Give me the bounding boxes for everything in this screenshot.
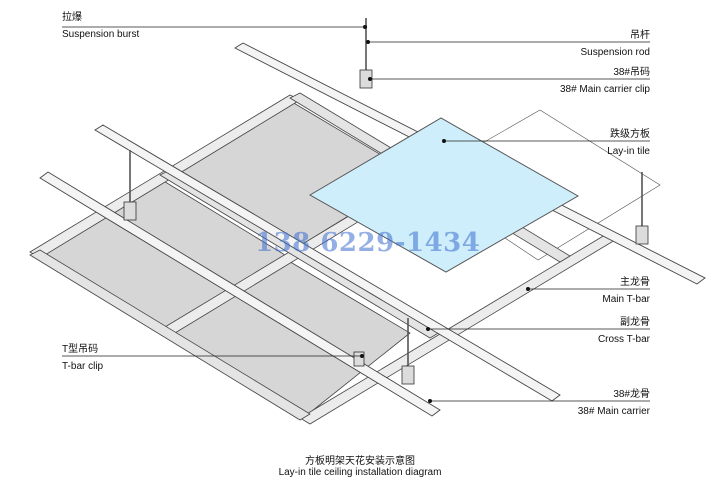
label-en: T-bar clip bbox=[62, 361, 104, 372]
carrier-clips bbox=[123, 69, 649, 385]
label-en: Suspension burst bbox=[62, 29, 140, 40]
label-en: 38# Main carrier bbox=[577, 406, 650, 417]
label-zh: T型吊码 bbox=[62, 344, 99, 355]
label-lay-in-tile: 跌级方板 Lay-in tile bbox=[607, 129, 650, 158]
label-main-carrier: 38#龙骨 38# Main carrier bbox=[578, 389, 650, 418]
leader-dots bbox=[360, 25, 530, 403]
label-zh: 吊杆 bbox=[630, 30, 650, 41]
label-en: 38# Main carrier clip bbox=[559, 84, 650, 95]
main-carrier-clip bbox=[635, 225, 649, 245]
label-suspension-rod: 吊杆 Suspension rod bbox=[581, 30, 651, 59]
label-zh: 副龙骨 bbox=[620, 317, 650, 328]
lay-in-tile-shape bbox=[308, 117, 580, 273]
label-t-bar-clip: T型吊码 T-bar clip bbox=[62, 344, 103, 373]
label-zh: 38#龙骨 bbox=[613, 389, 650, 400]
label-zh: 跌级方板 bbox=[610, 129, 650, 140]
label-en: Cross T-bar bbox=[597, 334, 650, 345]
label-zh: 38#吊码 bbox=[613, 67, 650, 78]
watermark: 138 6229-1434 bbox=[255, 228, 481, 258]
label-main-t-bar: 主龙骨 Main T-bar bbox=[602, 277, 650, 306]
label-en: Main T-bar bbox=[602, 294, 650, 305]
label-zh: 拉爆 bbox=[62, 12, 82, 23]
label-en: Suspension rod bbox=[580, 47, 651, 58]
label-cross-t-bar: 副龙骨 Cross T-bar bbox=[598, 317, 650, 346]
caption-zh: 方板明架天花安装示意图 bbox=[305, 456, 415, 467]
caption-en: Lay-in tile ceiling installation diagram bbox=[278, 467, 442, 478]
label-main-carrier-clip: 38#吊码 38# Main carrier clip bbox=[560, 67, 650, 96]
main-carrier-clip bbox=[401, 365, 415, 385]
main-carrier-clip bbox=[123, 201, 137, 221]
leader-lines bbox=[62, 26, 650, 402]
label-suspension-burst: 拉爆 Suspension burst bbox=[62, 12, 139, 41]
main-carrier bbox=[94, 124, 561, 402]
t-bar-clip bbox=[353, 351, 365, 367]
main-carrier bbox=[39, 171, 441, 417]
label-en: Lay-in tile bbox=[607, 146, 650, 157]
cross-t-bar bbox=[29, 249, 311, 421]
label-zh: 主龙骨 bbox=[620, 277, 650, 288]
